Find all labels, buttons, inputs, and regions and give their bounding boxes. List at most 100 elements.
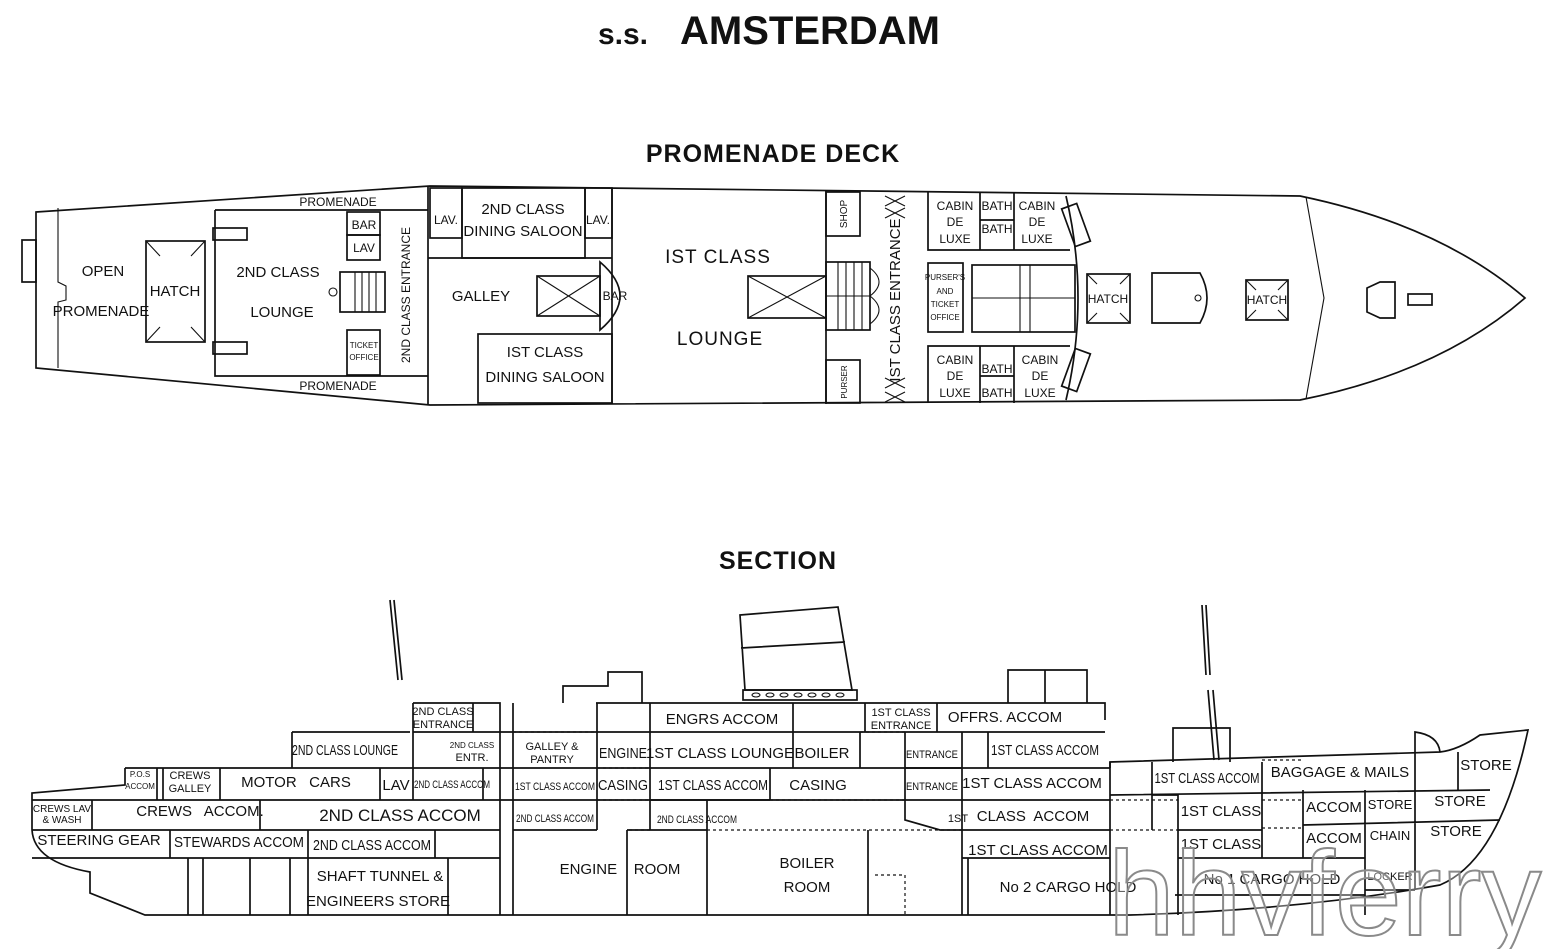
watermark: hhvferry [1108, 827, 1541, 949]
winch-housing [1151, 272, 1208, 324]
s-accom2-d: 2ND CLASS ACCOM [657, 814, 737, 826]
s-entrance-a: ENTRANCE [906, 749, 958, 761]
s-entr2-2: ENTR. [456, 752, 489, 764]
bath-label: BATH [981, 362, 1012, 376]
section-heading: SECTION [719, 547, 837, 575]
s-entr2-1: 2ND CLASS [450, 741, 494, 750]
section-hull-outline [31, 729, 1530, 916]
s-class1-a: 1ST CLASS [1181, 803, 1262, 820]
purser-office-label-3: TICKET [931, 300, 960, 309]
plan-heading: PROMENADE DECK [646, 140, 900, 168]
cabin-label: CABIN [1019, 199, 1056, 213]
s-entrance1-2: ENTRANCE [871, 720, 932, 732]
funnel [739, 606, 854, 691]
ticket-office-label-1: TICKET [350, 341, 379, 350]
s-accom1-a: 1ST CLASS ACCOM [991, 742, 1099, 759]
s-engrs-accom: ENGRS ACCOM [666, 711, 779, 728]
cabin-label: DE [1032, 369, 1049, 383]
s-store-d: STORE [1430, 823, 1481, 840]
title-ship-name: AMSTERDAM [680, 9, 940, 53]
stern-bulkhead [57, 208, 67, 368]
s-accom2-c: 2ND CLASS ACCOM [516, 813, 594, 825]
stair-fwd-top [1060, 202, 1092, 248]
s-lav: LAV [382, 777, 409, 794]
lav-stbd-label: LAV. [586, 213, 610, 227]
bath-label: BATH [981, 222, 1012, 236]
dining1-label-1: IST CLASS [507, 344, 583, 361]
aft-hatch-label: HATCH [150, 283, 201, 300]
s-entrance-b: ENTRANCE [906, 781, 958, 793]
s-galley-2: PANTRY [530, 754, 574, 766]
s-boiler: BOILER [794, 745, 849, 762]
s-entrance2-2: ENTRANCE [413, 719, 474, 731]
lav-aft-label: LAV [353, 241, 375, 255]
cabin-label: LUXE [1024, 386, 1055, 400]
funnel-base [742, 689, 858, 701]
s-cargo1: No 1 CARGO HOLD [1204, 871, 1341, 888]
galley-label: GALLEY [452, 288, 510, 305]
stair-fwd-bottom [1060, 347, 1092, 393]
bath-label: BATH [981, 199, 1012, 213]
s-accom2-a: 2ND CLASS ACCOM [414, 779, 490, 791]
fwd-hatch-label: HATCH [1247, 293, 1287, 307]
s-locker: LOCKER [1367, 871, 1412, 883]
s-cargo2: No 2 CARGO HOLD [1000, 879, 1137, 896]
s-baggage: BAGGAGE & MAILS [1271, 764, 1409, 781]
cabin-label: DE [947, 369, 964, 383]
forward-screen [1065, 195, 1079, 401]
purser-office-label-1: PURSER'S [925, 273, 965, 282]
lounge1-label-1: IST CLASS [665, 247, 771, 268]
s-casing-b: CASING [789, 777, 847, 794]
lav-port-label: LAV. [434, 213, 458, 227]
s-accom2-b: 2ND CLASS ACCOM [319, 806, 481, 825]
cabin-label: LUXE [939, 232, 970, 246]
dining1-label-2: DINING SALOON [485, 369, 604, 386]
s-accom1-b: 1ST CLASS ACCOM [515, 781, 595, 793]
stair-aft-top [212, 227, 248, 241]
cabin-label: DE [947, 215, 964, 229]
s-accom1-c: 1ST CLASS ACCOM [658, 777, 768, 794]
stern-bollard [21, 239, 37, 283]
s-pos-1: P.O.S [130, 770, 150, 779]
s-accom2-e: 2ND CLASS ACCOM [313, 837, 431, 854]
bar-counter [599, 260, 621, 332]
entrance1-label: IST CLASS ENTRANCE [887, 218, 904, 381]
s-crews-accom: CREWS ACCOM. [136, 803, 264, 820]
s-accom-a: ACCOM [1306, 799, 1362, 816]
s-engine: ENGINE [599, 745, 647, 762]
cabin-label: DE [1029, 215, 1046, 229]
bar-mid-label: BAR [603, 289, 628, 303]
fore-mast [1201, 604, 1220, 761]
bar-aft-label: BAR [352, 218, 377, 232]
s-entrance2-1: 2ND CLASS [412, 706, 473, 718]
s-crews-galley-2: GALLEY [169, 783, 212, 795]
s-lounge1: 1ST CLASS LOUNGE [646, 745, 794, 762]
cabin-label: CABIN [937, 353, 974, 367]
dining2-label-2: DINING SALOON [463, 223, 582, 240]
s-crews-lav-1: CREWS LAV [33, 804, 91, 815]
cabin-label: CABIN [1022, 353, 1059, 367]
windlass [1366, 281, 1396, 319]
lounge2-label-2: LOUNGE [250, 304, 313, 321]
promenade-deck-plan: PROMENADE DECK OPEN PROMENADE HATCH PROM… [21, 140, 1527, 406]
s-steering: STEERING GEAR [37, 832, 161, 849]
lounge1-label-2: LOUNGE [677, 329, 763, 350]
promenade-bottom-label: PROMENADE [299, 379, 376, 393]
s-store-a: STORE [1460, 757, 1511, 774]
cabin-label: LUXE [1021, 232, 1052, 246]
aft-hatch [145, 240, 206, 343]
s-shaft-2: ENGINEERS STORE [306, 893, 450, 910]
bath-label: BATH [981, 386, 1012, 400]
s-class1-b: 1ST CLASS [1181, 836, 1262, 853]
dining2-label-1: 2ND CLASS [481, 201, 564, 218]
s-casing-a: CASING [598, 777, 648, 794]
promenade-top-label: PROMENADE [299, 195, 376, 209]
s-pos-2: ACCOM [125, 782, 155, 791]
s-crews-lav-2: & WASH [42, 815, 81, 826]
deck-hull-outline [35, 185, 1527, 406]
s-offrs-accom: OFFRS. ACCOM [948, 709, 1062, 726]
s-store-c: STORE [1434, 793, 1485, 810]
s-store-b: STORE [1368, 797, 1413, 812]
s-engine-room: ENGINE ROOM [560, 861, 681, 878]
